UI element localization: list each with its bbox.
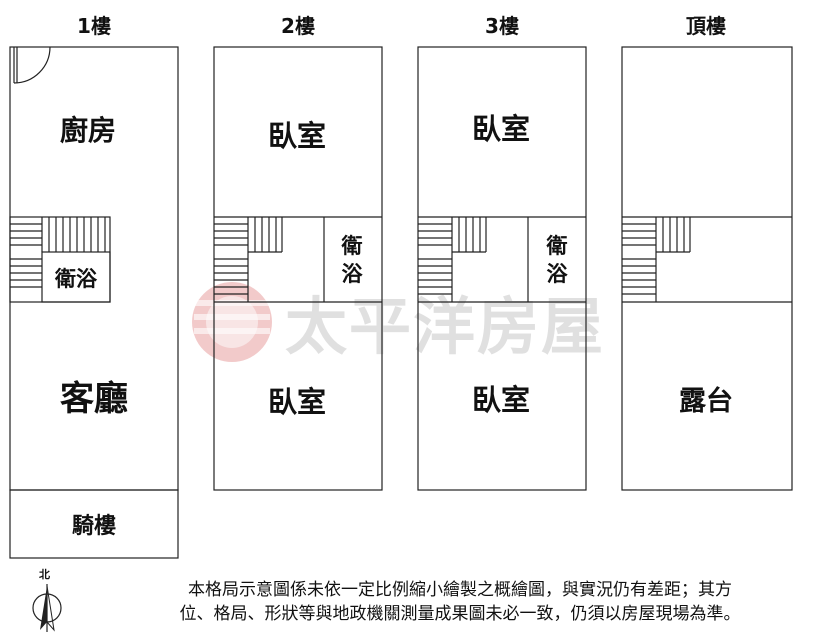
- floor-3-bedroom-bottom-label: 臥室: [472, 383, 530, 417]
- floor-3-plan: [417, 46, 587, 491]
- floor-2-bedroom-bottom-label: 臥室: [268, 385, 326, 419]
- floor-3-bath-label-1: 衛: [546, 234, 568, 258]
- disclaimer: 本格局示意圖係未依一定比例縮小繪製之概繪圖，與實況仍有差距；其方 位、格局、形狀…: [110, 578, 810, 626]
- living-room-label: 客廳: [60, 379, 128, 419]
- floor-2-bedroom-top-label: 臥室: [268, 119, 326, 153]
- compass-north-icon: [32, 584, 62, 632]
- watermark: 太平洋房屋: [192, 282, 605, 363]
- disclaimer-line-2: 位、格局、形狀等與地政機關測量成果圖未必一致，仍須以房屋現場為準。: [179, 604, 741, 624]
- terrace-label: 露台: [679, 385, 733, 417]
- disclaimer-line-1: 本格局示意圖係未依一定比例縮小繪製之概繪圖，與實況仍有差距；其方: [188, 580, 732, 600]
- door-icon: [13, 46, 51, 84]
- floor-2-plan: [213, 46, 383, 491]
- floor-1-title: 1樓: [77, 14, 111, 38]
- kitchen-label: 廚房: [60, 114, 116, 147]
- floor-1-stairs: [10, 217, 106, 288]
- floor-2-title: 2樓: [281, 14, 315, 38]
- floor-1-bath: [41, 251, 111, 303]
- floor-3-title: 3樓: [485, 14, 519, 38]
- roof-floor-title: 頂樓: [686, 14, 726, 38]
- floor-2-bath-label-2: 浴: [342, 262, 364, 286]
- floor-3-bedroom-top-label: 臥室: [472, 112, 530, 146]
- compass-label: 北: [39, 568, 50, 581]
- floor-2-bath-label-1: 衛: [341, 234, 363, 258]
- floor-1-bath-label: 衛浴: [54, 267, 98, 291]
- roof-stairs: [622, 217, 685, 295]
- floor-1-plan: [9, 46, 179, 559]
- floor-3-stairs: [418, 217, 481, 295]
- roof-floor-plan: [621, 46, 793, 491]
- floor-3-bath-label-2: 浴: [547, 262, 569, 286]
- watermark-text: 太平洋房屋: [285, 290, 605, 363]
- arcade-room: [9, 489, 179, 559]
- floor-2-stairs: [214, 217, 277, 295]
- arcade-label: 騎樓: [72, 514, 116, 539]
